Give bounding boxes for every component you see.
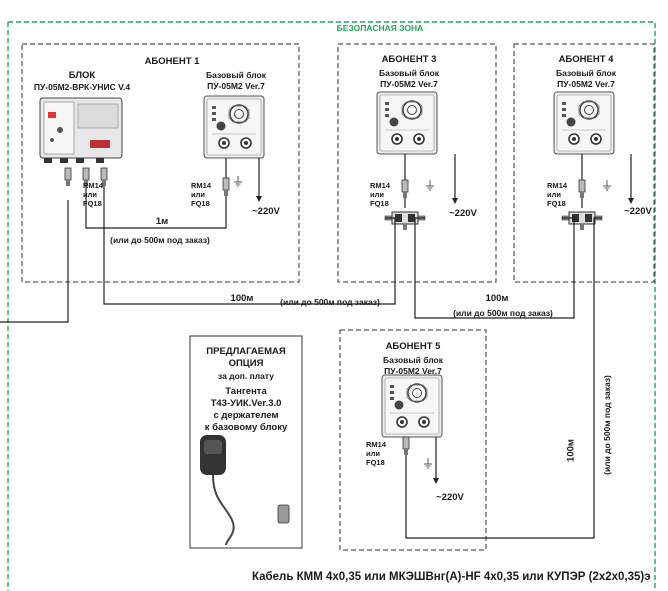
base-unit-3 bbox=[376, 91, 438, 155]
handset-illustration bbox=[200, 435, 290, 546]
base-3-connector-or: или bbox=[370, 190, 384, 199]
cable-note: Кабель КММ 4х0,35 или МКЭШВнг(А)-HF 4х0,… bbox=[252, 571, 651, 583]
tee-splitter-3 bbox=[384, 211, 426, 231]
option-line-3: за доп. плату bbox=[217, 371, 275, 381]
base-1-title: Базовый блок bbox=[206, 70, 266, 80]
link-1-note: (или до 500м под заказ) bbox=[110, 235, 210, 245]
base-4-connector-type-1: RM14 bbox=[547, 181, 568, 190]
option-line-5: Т43-УИК.Ver.3.0 bbox=[210, 398, 282, 409]
subscriber-4-box bbox=[513, 43, 655, 283]
safe-zone-boundary bbox=[7, 21, 656, 591]
base-unit-4 bbox=[553, 91, 615, 155]
base-4-model: ПУ-05М2 Ver.7 bbox=[557, 79, 615, 89]
vrk-connector-type-2: FQ18 bbox=[83, 199, 102, 208]
subscriber-3-box bbox=[337, 43, 497, 283]
base-4-title: Базовый блок bbox=[556, 68, 616, 78]
link-3-4-note: (или до 500м под заказ) bbox=[453, 308, 553, 318]
base-1-connector-type-1: RM14 bbox=[191, 181, 212, 190]
option-line-1: ПРЕДЛАГАЕМАЯ bbox=[206, 346, 286, 357]
base-3-model: ПУ-05М2 Ver.7 bbox=[380, 79, 438, 89]
ground-4 bbox=[602, 179, 612, 191]
option-line-4: Тангента bbox=[225, 386, 267, 397]
zone-title: БЕЗОПАСНАЯ ЗОНА bbox=[336, 23, 424, 33]
subscriber-5-title: АБОНЕНТ 5 bbox=[385, 341, 441, 352]
ground-5 bbox=[423, 457, 433, 469]
connector-base-3 bbox=[401, 179, 409, 199]
subscriber-3-title: АБОНЕНТ 3 bbox=[381, 54, 437, 65]
ground-1 bbox=[233, 175, 243, 187]
base-unit-1 bbox=[203, 95, 265, 159]
base-3-title: Базовый блок bbox=[379, 68, 439, 78]
tee-splitter-4 bbox=[561, 211, 603, 231]
connector-base-4 bbox=[578, 179, 586, 199]
control-unit-vrk bbox=[39, 97, 123, 163]
link-1-distance: 1м bbox=[155, 216, 169, 227]
connector-vrk-a bbox=[64, 167, 72, 187]
link-3-4-distance: 100м bbox=[485, 293, 509, 304]
power-4: ~220V bbox=[624, 206, 652, 217]
base-5-connector-type-2: FQ18 bbox=[366, 458, 385, 467]
wiring bbox=[0, 154, 632, 539]
base-5-connector-or: или bbox=[366, 449, 380, 458]
link-1-3-distance: 100м bbox=[230, 293, 254, 304]
base-5-connector-type-1: RM14 bbox=[366, 440, 387, 449]
vrk-unit-model: ПУ-05М2-ВРК-УНИС V.4 bbox=[33, 82, 131, 92]
subscriber-4-title: АБОНЕНТ 4 bbox=[558, 54, 614, 65]
base-1-model: ПУ-05М2 Ver.7 bbox=[207, 81, 265, 91]
base-unit-5 bbox=[381, 374, 443, 438]
link-4-5-note: (или до 500м под заказ) bbox=[602, 375, 612, 475]
base-4-connector-type-2: FQ18 bbox=[547, 199, 566, 208]
vrk-connector-or: или bbox=[83, 190, 97, 199]
option-line-7: к базовому блоку bbox=[204, 422, 288, 433]
vrk-connector-type-1: RM14 bbox=[83, 181, 104, 190]
link-1-3-note: (или до 500м под заказ) bbox=[280, 297, 380, 307]
ground-3 bbox=[425, 179, 435, 191]
base-5-model: ПУ-05М2 Ver.7 bbox=[384, 366, 442, 376]
connector-base-5 bbox=[402, 436, 410, 456]
base-1-connector-type-2: FQ18 bbox=[191, 199, 210, 208]
option-line-2: ОПЦИЯ bbox=[228, 358, 264, 369]
base-5-title: Базовый блок bbox=[383, 355, 443, 365]
option-line-6: с держателем bbox=[213, 410, 279, 421]
base-3-connector-type-1: RM14 bbox=[370, 181, 391, 190]
power-5: ~220V bbox=[436, 492, 464, 503]
connector-base-1 bbox=[222, 177, 230, 197]
option-box bbox=[189, 335, 303, 549]
base-4-connector-or: или bbox=[547, 190, 561, 199]
power-arrows bbox=[256, 196, 634, 484]
subscriber-5-box bbox=[339, 329, 487, 551]
power-1: ~220V bbox=[252, 206, 280, 217]
subscriber-1-box bbox=[21, 43, 300, 283]
link-4-5-distance: 100м bbox=[565, 439, 577, 462]
subscriber-1-title: АБОНЕНТ 1 bbox=[144, 56, 200, 67]
vrk-unit-title: БЛОК bbox=[68, 70, 96, 81]
base-1-connector-or: или bbox=[191, 190, 205, 199]
base-3-connector-type-2: FQ18 bbox=[370, 199, 389, 208]
power-3: ~220V bbox=[449, 208, 477, 219]
